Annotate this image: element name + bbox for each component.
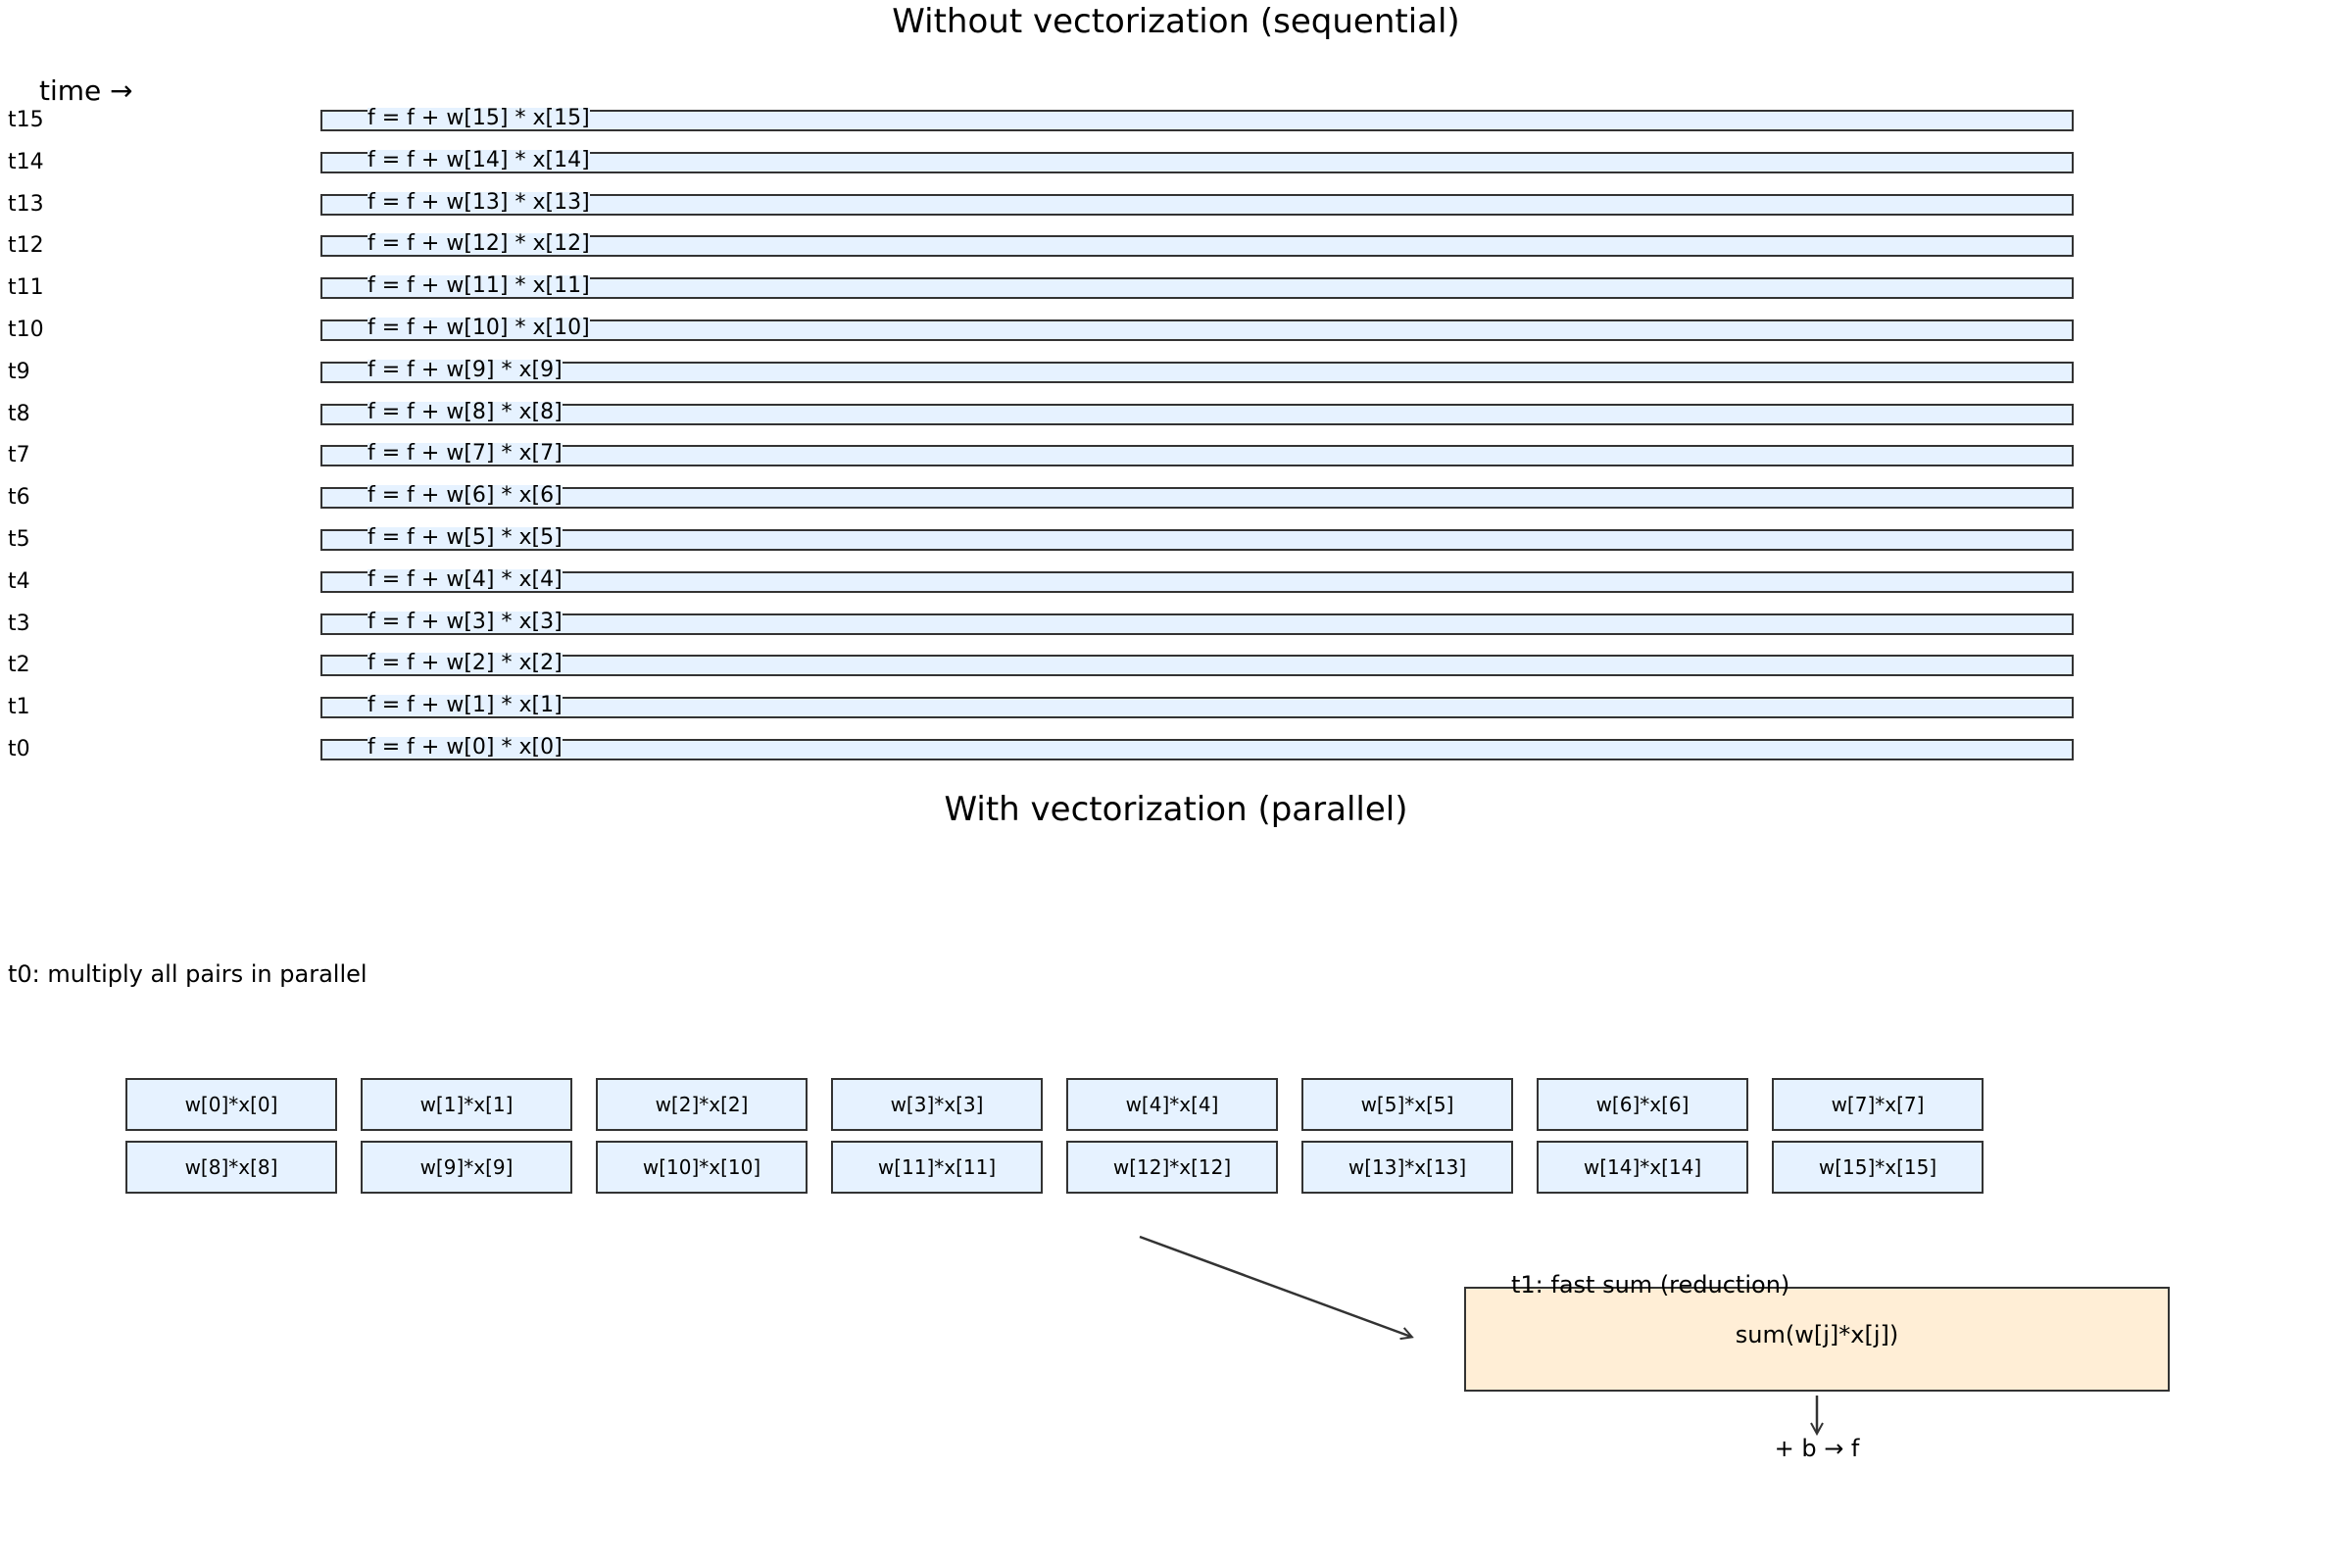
product-box: w[15]*x[15]: [1772, 1141, 1984, 1194]
product-box: w[10]*x[10]: [596, 1141, 808, 1194]
sequential-op-text: f = f + w[4] * x[4]: [368, 566, 563, 592]
sequential-op-bar: [320, 655, 2074, 677]
result-label: + b → f: [1774, 1435, 1860, 1462]
sequential-op-bar: [320, 277, 2074, 300]
sequential-op-text: f = f + w[0] * x[0]: [368, 735, 563, 760]
product-box: w[5]*x[5]: [1301, 1078, 1513, 1131]
time-step-label: t14: [8, 149, 44, 174]
time-step-label: t3: [8, 611, 30, 636]
sequential-op-bar: [320, 403, 2074, 425]
parallel-step-label: t0: multiply all pairs in parallel: [8, 960, 368, 988]
time-step-label: t8: [8, 401, 30, 426]
time-step-label: t2: [8, 653, 30, 678]
sequential-op-bar: [320, 445, 2074, 467]
time-step-label: t5: [8, 527, 30, 552]
time-step-label: t1: [8, 695, 30, 720]
reduction-label: t1: fast sum (reduction): [1511, 1271, 1790, 1298]
sequential-op-text: f = f + w[13] * x[13]: [368, 189, 590, 215]
product-box: w[13]*x[13]: [1301, 1141, 1513, 1194]
sequential-op-bar: [320, 319, 2074, 341]
reduction-expression: sum(w[j]*x[j]): [1735, 1321, 1899, 1348]
sequential-op-text: f = f + w[6] * x[6]: [368, 483, 563, 509]
time-step-label: t0: [8, 737, 30, 761]
product-box: w[9]*x[9]: [361, 1141, 572, 1194]
time-step-label: t9: [8, 359, 30, 384]
sequential-op-bar: [320, 487, 2074, 510]
product-box: w[7]*x[7]: [1772, 1078, 1984, 1131]
time-step-label: t10: [8, 318, 44, 342]
product-box: w[6]*x[6]: [1537, 1078, 1748, 1131]
product-box: w[3]*x[3]: [831, 1078, 1043, 1131]
bottom-title: With vectorization (parallel): [944, 790, 1408, 829]
time-step-label: t12: [8, 233, 44, 259]
product-box: w[2]*x[2]: [596, 1078, 808, 1131]
time-axis-label: time →: [39, 74, 133, 107]
sequential-op-text: f = f + w[5] * x[5]: [368, 525, 563, 550]
sequential-op-text: f = f + w[7] * x[7]: [368, 441, 563, 466]
sequential-op-bar: [320, 361, 2074, 383]
sequential-op-bar: [320, 193, 2074, 216]
sequential-op-bar: [320, 529, 2074, 551]
sequential-op-text: f = f + w[1] * x[1]: [368, 693, 563, 718]
time-step-label: t13: [8, 191, 44, 217]
product-box: w[11]*x[11]: [831, 1141, 1043, 1194]
sequential-op-bar: [320, 570, 2074, 593]
time-step-label: t15: [8, 108, 44, 132]
product-box: w[0]*x[0]: [125, 1078, 337, 1131]
time-step-label: t6: [8, 485, 30, 511]
sequential-op-bar: [320, 110, 2074, 131]
sequential-op-bar: [320, 612, 2074, 635]
sequential-op-bar: [320, 151, 2074, 173]
sequential-op-bar: [320, 739, 2074, 760]
product-box: w[14]*x[14]: [1537, 1141, 1748, 1194]
sequential-op-text: f = f + w[10] * x[10]: [368, 316, 590, 340]
sequential-op-text: f = f + w[11] * x[11]: [368, 273, 590, 299]
sequential-op-text: f = f + w[9] * x[9]: [368, 357, 563, 382]
sequential-op-text: f = f + w[2] * x[2]: [368, 651, 563, 676]
sequential-op-text: f = f + w[15] * x[15]: [368, 106, 590, 130]
top-title: Without vectorization (sequential): [892, 2, 1460, 41]
to-reduction-arrow: [1139, 1235, 1411, 1337]
sequential-op-text: f = f + w[12] * x[12]: [368, 231, 590, 257]
product-box: w[4]*x[4]: [1066, 1078, 1278, 1131]
time-step-label: t11: [8, 275, 44, 301]
product-box: w[1]*x[1]: [361, 1078, 572, 1131]
sequential-op-text: f = f + w[3] * x[3]: [368, 609, 563, 634]
product-box: w[12]*x[12]: [1066, 1141, 1278, 1194]
sequential-op-bar: [320, 235, 2074, 258]
sequential-op-text: f = f + w[14] * x[14]: [368, 147, 590, 172]
product-box: w[8]*x[8]: [125, 1141, 337, 1194]
sequential-op-bar: [320, 697, 2074, 719]
time-step-label: t4: [8, 568, 30, 594]
sequential-op-text: f = f + w[8] * x[8]: [368, 399, 563, 424]
reduction-box: [1464, 1287, 2170, 1392]
time-step-label: t7: [8, 443, 30, 468]
